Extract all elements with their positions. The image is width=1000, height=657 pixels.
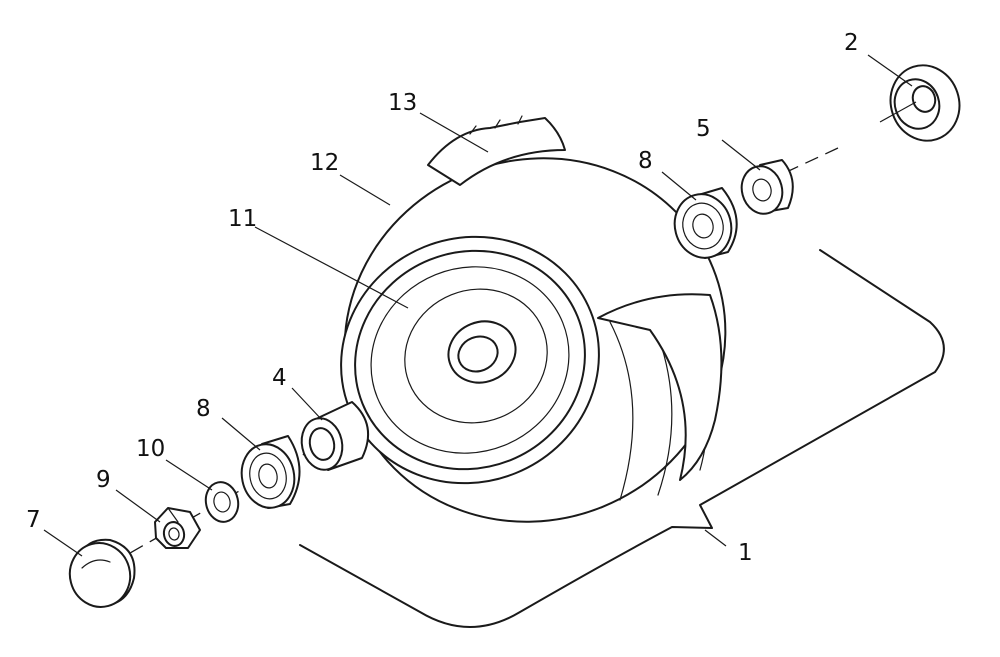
part-9-hex-nut	[154, 507, 201, 549]
assembly-outline	[299, 249, 945, 628]
leader-11	[254, 226, 409, 309]
part-10-washer	[204, 481, 240, 523]
label-part-2: 2	[844, 30, 859, 56]
leader-1	[704, 529, 727, 547]
leader-12	[339, 174, 391, 206]
label-part-7: 7	[26, 507, 41, 533]
leader-5	[721, 139, 761, 171]
label-part-11: 11	[228, 206, 257, 232]
label-part-1: 1	[738, 540, 753, 566]
leader-10	[165, 459, 213, 491]
part-7-dome-cap	[68, 538, 136, 608]
part-8-bearing-left	[240, 435, 301, 509]
part-8-bearing-right	[673, 187, 738, 259]
label-part-8-right: 8	[638, 148, 653, 174]
leader-8-left	[221, 417, 261, 451]
label-part-4: 4	[272, 365, 287, 391]
label-part-10: 10	[136, 436, 165, 462]
leader-2	[867, 54, 913, 87]
label-part-9: 9	[96, 467, 111, 493]
label-part-12: 12	[310, 150, 339, 176]
label-part-8-left: 8	[196, 396, 211, 422]
leader-2b	[879, 101, 917, 123]
part-2-cap	[889, 64, 961, 142]
leader-13	[419, 112, 489, 153]
part-5-bushing	[740, 159, 794, 215]
label-part-5: 5	[696, 116, 711, 142]
leader-9	[115, 489, 161, 523]
leader-4	[291, 387, 323, 421]
leader-7	[43, 529, 83, 557]
part-4-sleeve	[300, 401, 369, 471]
rim	[354, 249, 586, 471]
leader-8-right	[661, 171, 697, 201]
label-part-13: 13	[388, 90, 417, 116]
